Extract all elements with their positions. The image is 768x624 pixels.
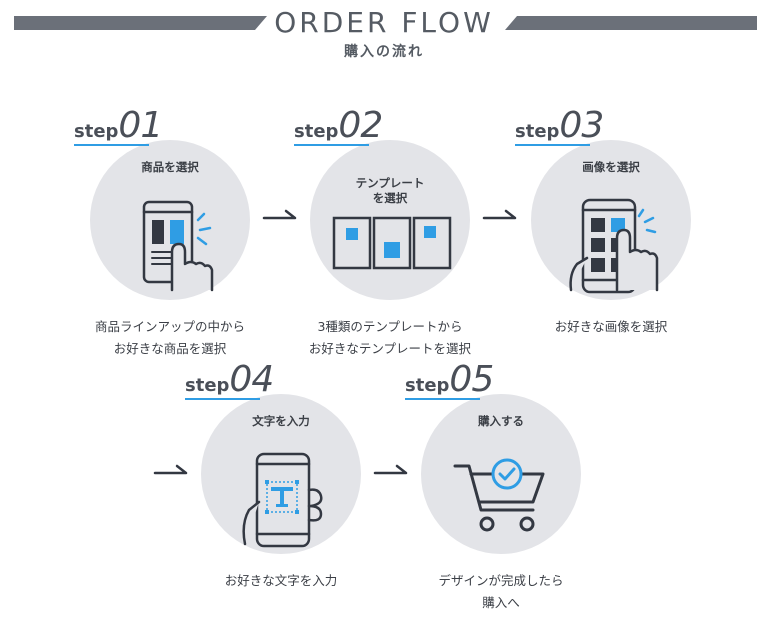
arrow-right-icon (482, 209, 517, 220)
caption-line: お好きなテンプレートを選択 (308, 341, 472, 356)
step-title: テンプレート を選択 (310, 176, 470, 206)
step-caption: デザインが完成したら 購入へ (381, 570, 621, 614)
step-title: 商品を選択 (141, 160, 199, 174)
step-word: step (405, 375, 450, 396)
step-number: 05 (449, 359, 494, 400)
template-select-icon (332, 216, 452, 270)
caption-line: デザインが完成したら (438, 573, 564, 588)
step-caption: お好きな画像を選択 (491, 316, 731, 338)
step-underline (515, 144, 590, 146)
text-input-icon (242, 452, 323, 548)
caption-line: お好きな商品を選択 (113, 341, 227, 356)
page-title: ORDER FLOW (274, 6, 494, 39)
arrow-right-icon (262, 209, 297, 220)
page-subtitle: 購入の流れ (344, 44, 424, 60)
shopping-cart-icon (453, 458, 545, 532)
step-circle (310, 140, 470, 300)
step-title: 画像を選択 (582, 160, 640, 174)
step-word: step (294, 121, 339, 142)
step-05: step05 購入する デザインが完成したら 購入へ (405, 359, 621, 624)
header-band-right (505, 16, 757, 30)
step-circle (201, 394, 361, 554)
step-02: step02 テンプレート を選択 3種類のテンプレートから お好きなテンプレー… (294, 105, 510, 370)
step-04: step04 文字を入力 お好きな文字を入力 (185, 359, 401, 624)
caption-line: 商品ラインアップの中から (94, 319, 245, 334)
step-title-line: を選択 (372, 191, 408, 205)
step-number: 01 (118, 105, 163, 146)
step-label: step03 (515, 105, 604, 146)
step-label: step01 (74, 105, 163, 146)
step-title-line: テンプレート (355, 176, 425, 190)
arrow-right-icon (373, 464, 408, 475)
step-number: 02 (338, 105, 383, 146)
step-underline (185, 398, 260, 400)
header: ORDER FLOW 購入の流れ (0, 0, 768, 70)
step-caption: 3種類のテンプレートから お好きなテンプレートを選択 (270, 316, 510, 360)
step-number: 03 (559, 105, 604, 146)
header-band-left (14, 16, 267, 30)
step-title: 購入する (478, 414, 524, 428)
step-label: step05 (405, 359, 494, 400)
step-underline (74, 144, 149, 146)
step-label: step04 (185, 359, 274, 400)
arrow-right-icon (153, 464, 188, 475)
step-underline (405, 398, 480, 400)
caption-line: 3種類のテンプレートから (317, 319, 463, 334)
step-label: step02 (294, 105, 383, 146)
step-underline (294, 144, 369, 146)
step-caption: 商品ラインアップの中から お好きな商品を選択 (50, 316, 290, 360)
image-select-icon (569, 198, 659, 294)
step-caption: お好きな文字を入力 (161, 570, 401, 592)
caption-line: 購入へ (482, 595, 520, 610)
step-word: step (185, 375, 230, 396)
caption-line: お好きな画像を選択 (554, 319, 668, 334)
step-title: 文字を入力 (252, 414, 310, 428)
step-03: step03 画像を選択 お好きな画像を選択 (515, 105, 731, 370)
step-word: step (74, 121, 119, 142)
phone-select-icon (142, 200, 214, 292)
caption-line: お好きな文字を入力 (224, 573, 338, 588)
step-01: step01 商品を選択 商品ラインアップの中から お好きな商品を選択 (74, 105, 290, 370)
step-number: 04 (229, 359, 274, 400)
step-word: step (515, 121, 560, 142)
